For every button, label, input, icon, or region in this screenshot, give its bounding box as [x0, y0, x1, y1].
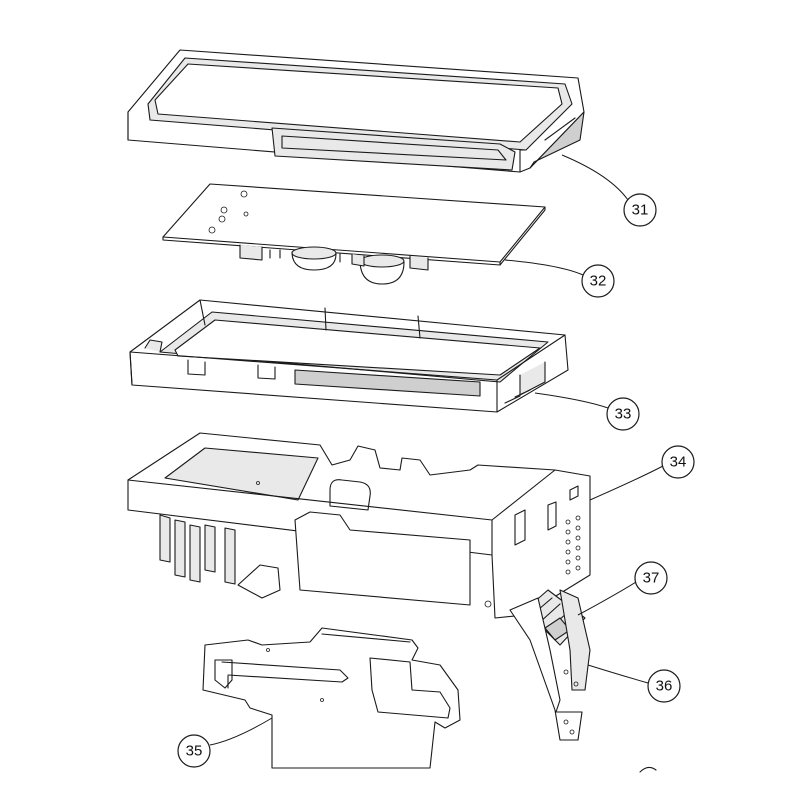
callout-34: 34 — [661, 445, 695, 479]
callout-label-37: 37 — [643, 570, 660, 587]
callout-label-33: 33 — [615, 406, 632, 423]
part-32-circuit-board — [162, 183, 546, 285]
callout-label-32: 32 — [590, 273, 607, 290]
leader-34 — [589, 465, 664, 501]
callout-label-36: 36 — [656, 678, 673, 695]
callout-33: 33 — [606, 397, 640, 431]
leader-33 — [534, 392, 609, 409]
vent-holes — [565, 515, 581, 575]
part-33-plastic-frame — [129, 299, 569, 413]
leader-31 — [561, 154, 629, 201]
callout-37: 37 — [634, 561, 668, 595]
leader-35 — [209, 717, 273, 746]
callout-32: 32 — [581, 264, 615, 298]
callout-36: 36 — [647, 669, 681, 703]
callout-leaders — [209, 154, 664, 746]
partial-part-edge — [639, 766, 657, 773]
leader-37 — [577, 581, 637, 616]
part-34-metal-chassis — [127, 432, 591, 619]
callout-31: 31 — [623, 193, 657, 227]
callout-label-35: 35 — [186, 743, 203, 760]
leader-32 — [504, 259, 584, 276]
part-31-top-cover — [127, 49, 585, 173]
callout-label-31: 31 — [632, 202, 649, 219]
part-36-mounting-bracket — [509, 589, 591, 741]
leader-36 — [587, 664, 649, 684]
part-35-bottom-plate — [202, 627, 461, 769]
callout-35: 35 — [177, 734, 211, 768]
callout-label-34: 34 — [670, 454, 687, 471]
